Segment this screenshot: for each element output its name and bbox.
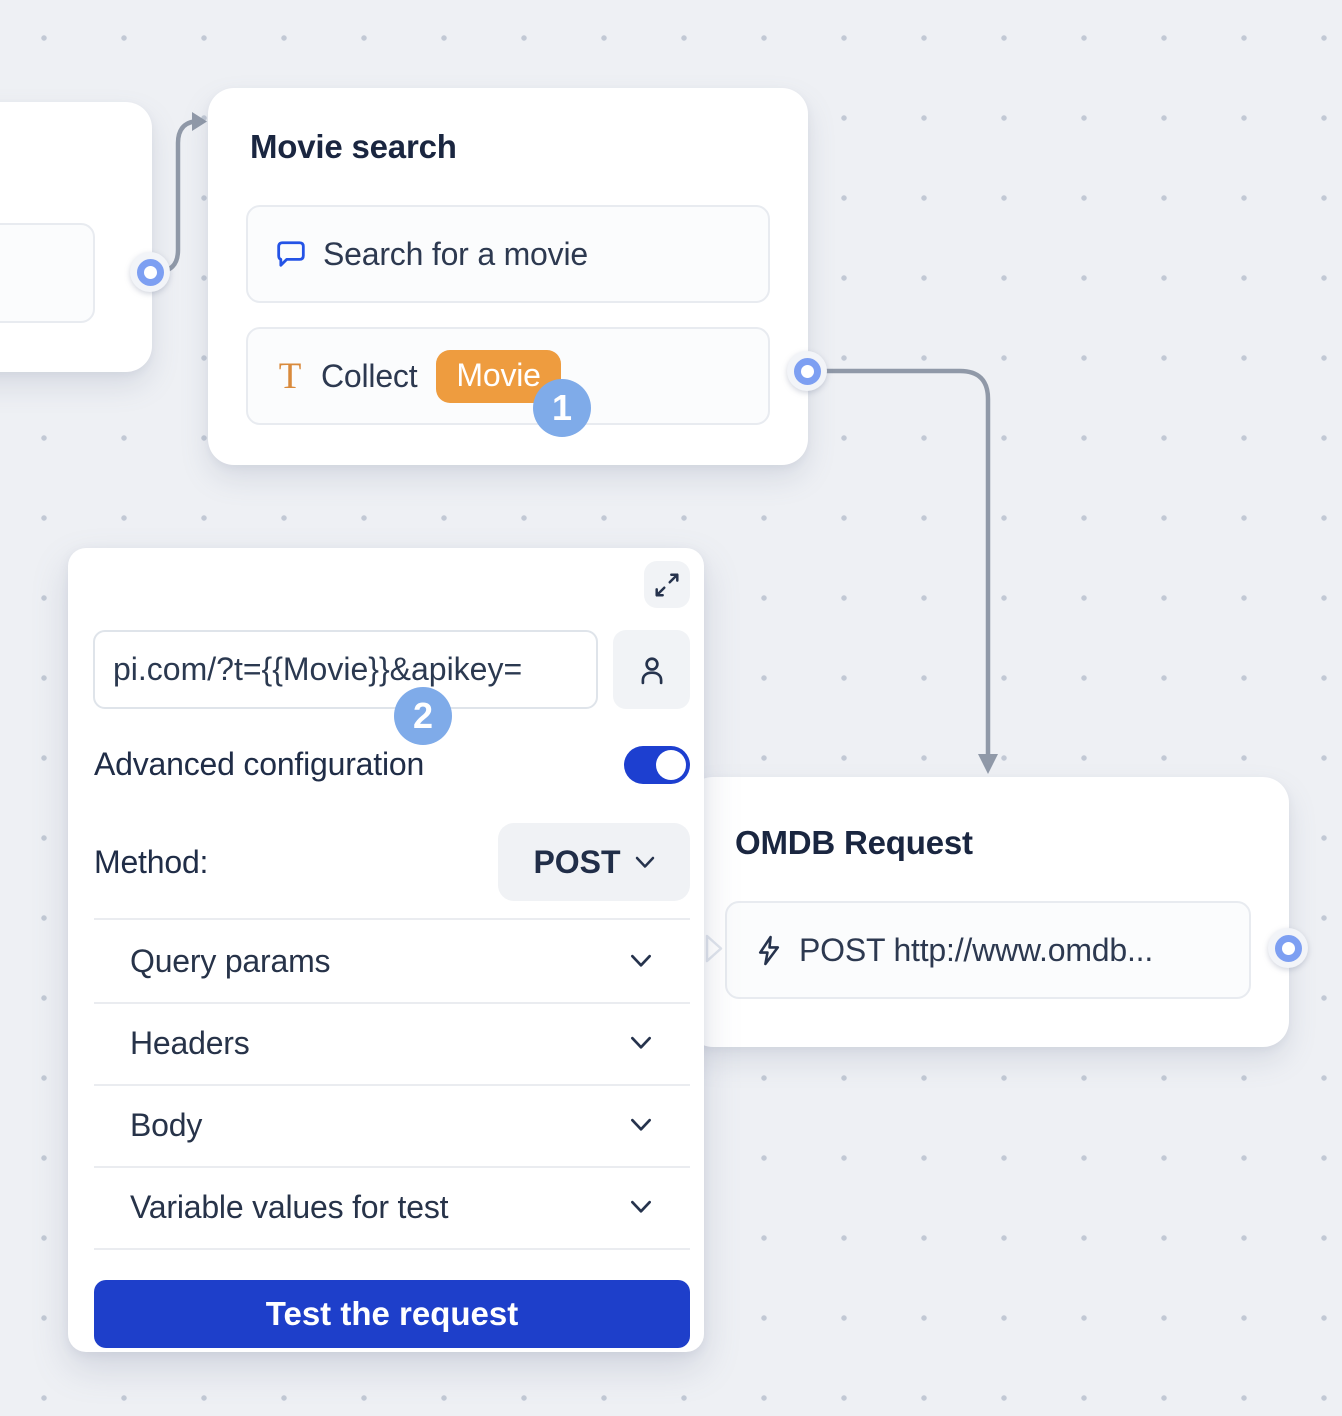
- divider: [94, 918, 690, 920]
- section-label: Query params: [130, 942, 331, 979]
- connector-partial-to-movie: [147, 118, 203, 275]
- lightning-icon: [755, 935, 782, 966]
- advanced-configuration-toggle[interactable]: [624, 746, 690, 784]
- variable-badge[interactable]: Movie: [436, 349, 561, 403]
- movie-search-node[interactable]: Movie search Search for a movie T Collec…: [208, 88, 808, 465]
- chat-bubble-icon: [276, 240, 306, 268]
- person-icon: [641, 656, 662, 684]
- step-1-badge: 1: [533, 379, 591, 437]
- step-2-badge: 2: [394, 687, 452, 745]
- expand-button[interactable]: [644, 561, 690, 608]
- divider: [94, 1084, 690, 1086]
- connector-movie-to-omdb: [804, 368, 991, 758]
- test-request-button[interactable]: Test the request: [94, 1280, 690, 1348]
- arrowhead-down-icon: [978, 754, 998, 774]
- expand-icon: [655, 572, 679, 597]
- collect-block[interactable]: T Collect Movie: [246, 327, 770, 425]
- output-port-movie-search[interactable]: [787, 351, 827, 391]
- chevron-down-icon: [635, 856, 654, 868]
- advanced-configuration-label: Advanced configuration: [94, 745, 425, 782]
- method-select[interactable]: POST: [498, 823, 690, 901]
- method-value: POST: [533, 843, 621, 880]
- chevron-down-icon: [631, 1118, 651, 1131]
- question-block-label: Search for a movie: [323, 235, 588, 272]
- url-input[interactable]: [93, 630, 598, 709]
- section-body[interactable]: Body: [94, 1084, 690, 1166]
- toggle-knob: [656, 750, 686, 780]
- output-port-partial-node[interactable]: [130, 252, 170, 292]
- collect-block-label: Collect: [321, 357, 418, 394]
- webhook-config-panel: Advanced configuration Method: POST Quer…: [68, 548, 704, 1352]
- port-ring-icon: [1274, 934, 1302, 962]
- movie-search-title: Movie search: [250, 128, 457, 165]
- omdb-request-node[interactable]: OMDB Request POST http://www.omdb...: [687, 777, 1289, 1047]
- text-input-icon: T: [278, 355, 302, 397]
- omdb-request-title: OMDB Request: [735, 824, 973, 861]
- section-variable-values[interactable]: Variable values for test: [94, 1166, 690, 1248]
- question-block[interactable]: Search for a movie: [246, 205, 770, 303]
- port-ring-icon: [136, 258, 164, 286]
- webhook-block-label: POST http://www.omdb...: [799, 931, 1154, 968]
- section-label: Headers: [130, 1024, 250, 1061]
- partial-node[interactable]: [0, 102, 152, 372]
- divider: [94, 1248, 690, 1250]
- person-button[interactable]: [613, 630, 690, 709]
- method-label: Method:: [94, 843, 209, 880]
- section-headers[interactable]: Headers: [94, 1002, 690, 1084]
- divider: [94, 1002, 690, 1004]
- arrowhead-right-icon: [192, 112, 207, 131]
- partial-node-slot[interactable]: [0, 223, 95, 323]
- section-label: Variable values for test: [130, 1188, 449, 1225]
- divider: [94, 1166, 690, 1168]
- port-ring-icon: [793, 357, 821, 385]
- chevron-down-icon: [631, 1036, 651, 1049]
- input-notch-icon: [705, 934, 723, 963]
- chevron-down-icon: [631, 954, 651, 967]
- output-port-omdb[interactable]: [1268, 928, 1308, 968]
- webhook-block[interactable]: POST http://www.omdb...: [725, 901, 1251, 999]
- chevron-down-icon: [631, 1200, 651, 1213]
- section-label: Body: [130, 1106, 203, 1143]
- section-query-params[interactable]: Query params: [94, 920, 690, 1002]
